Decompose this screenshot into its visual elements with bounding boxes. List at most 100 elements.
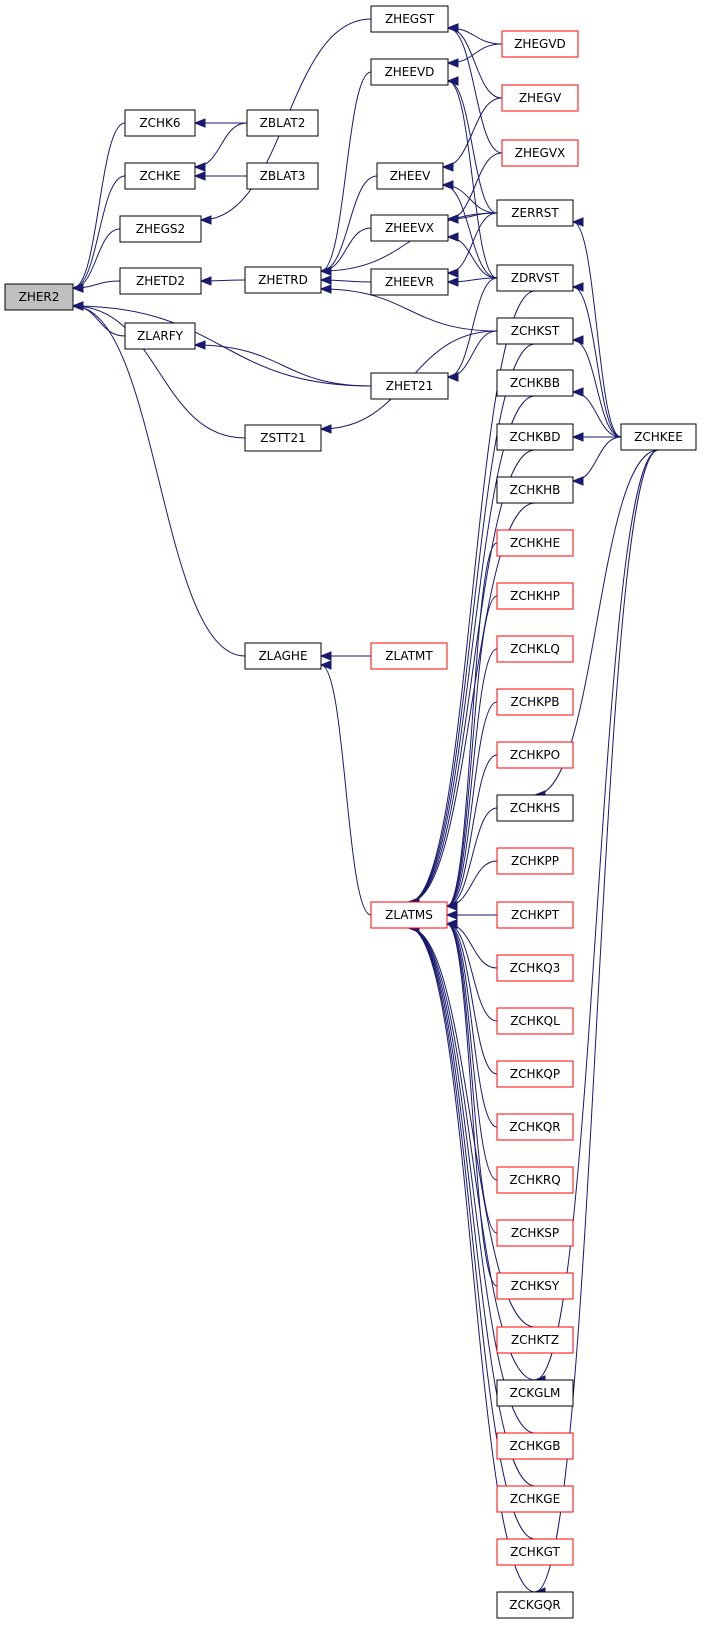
node-zlaghe[interactable]: ZLAGHE xyxy=(244,642,322,670)
node-box[interactable] xyxy=(496,954,574,982)
node-box[interactable] xyxy=(496,582,574,610)
node-box[interactable] xyxy=(496,1379,574,1407)
node-zlarfy[interactable]: ZLARFY xyxy=(124,322,196,350)
node-zlatms[interactable]: ZLATMS xyxy=(370,901,448,929)
node-zlatmt[interactable]: ZLATMT xyxy=(370,642,448,670)
node-zerrst[interactable]: ZERRST xyxy=(496,199,574,227)
node-zhetrd[interactable]: ZHETRD xyxy=(244,266,322,294)
node-box[interactable] xyxy=(496,529,574,557)
node-zchkhe[interactable]: ZCHKHE xyxy=(496,529,574,557)
node-box[interactable] xyxy=(496,1113,574,1141)
node-zchkhp[interactable]: ZCHKHP xyxy=(496,582,574,610)
node-box[interactable] xyxy=(370,214,449,242)
node-zchkgb[interactable]: ZCHKGB xyxy=(496,1432,574,1460)
node-zdrvst[interactable]: ZDRVST xyxy=(496,264,574,292)
node-box[interactable] xyxy=(370,372,449,400)
node-box[interactable] xyxy=(496,1219,574,1247)
node-zchkpp[interactable]: ZCHKPP xyxy=(496,847,574,875)
node-box[interactable] xyxy=(496,476,574,504)
node-box[interactable] xyxy=(501,139,579,167)
node-box[interactable] xyxy=(370,5,449,33)
node-zchksy[interactable]: ZCHKSY xyxy=(496,1272,574,1300)
node-box[interactable] xyxy=(244,424,322,452)
node-box[interactable] xyxy=(496,1538,574,1566)
node-box[interactable] xyxy=(370,642,448,670)
node-box[interactable] xyxy=(496,794,574,822)
node-box[interactable] xyxy=(370,58,449,86)
node-box[interactable] xyxy=(124,109,196,137)
node-box[interactable] xyxy=(496,1591,574,1619)
node-zchkqp[interactable]: ZCHKQP xyxy=(496,1060,574,1088)
node-zchkpo[interactable]: ZCHKPO xyxy=(496,741,574,769)
node-box[interactable] xyxy=(496,423,574,451)
node-zckglm[interactable]: ZCKGLM xyxy=(496,1379,574,1407)
node-zchkq3[interactable]: ZCHKQ3 xyxy=(496,954,574,982)
node-zchktz[interactable]: ZCHKTZ xyxy=(496,1326,574,1354)
node-box[interactable] xyxy=(496,1432,574,1460)
node-box[interactable] xyxy=(496,1060,574,1088)
node-zhegvd[interactable]: ZHEGVD xyxy=(501,30,579,58)
node-box[interactable] xyxy=(496,1485,574,1513)
node-box[interactable] xyxy=(370,268,449,296)
node-zchkpt[interactable]: ZCHKPT xyxy=(496,901,574,929)
node-box[interactable] xyxy=(496,1007,574,1035)
node-zchkge[interactable]: ZCHKGE xyxy=(496,1485,574,1513)
node-zhegst[interactable]: ZHEGST xyxy=(370,5,449,33)
node-zheevr[interactable]: ZHEEVR xyxy=(370,268,449,296)
node-zstt21[interactable]: ZSTT21 xyxy=(244,424,322,452)
node-box[interactable] xyxy=(246,162,319,190)
node-box[interactable] xyxy=(119,267,202,295)
node-zchkqr[interactable]: ZCHKQR xyxy=(496,1113,574,1141)
node-box[interactable] xyxy=(124,162,196,190)
node-box[interactable] xyxy=(620,423,697,451)
node-box[interactable] xyxy=(496,1326,574,1354)
node-zblat2[interactable]: ZBLAT2 xyxy=(246,109,319,137)
node-box[interactable] xyxy=(496,199,574,227)
node-zchkst[interactable]: ZCHKST xyxy=(496,317,574,345)
node-zhegs2[interactable]: ZHEGS2 xyxy=(119,215,202,243)
node-box[interactable] xyxy=(496,317,574,345)
node-box[interactable] xyxy=(246,109,319,137)
node-zhetd2[interactable]: ZHETD2 xyxy=(119,267,202,295)
node-box[interactable] xyxy=(496,635,574,663)
node-zchkbd[interactable]: ZCHKBD xyxy=(496,423,574,451)
node-box[interactable] xyxy=(496,369,574,397)
node-zheevx[interactable]: ZHEEVX xyxy=(370,214,449,242)
node-zhegvx[interactable]: ZHEGVX xyxy=(501,139,579,167)
node-zblat3[interactable]: ZBLAT3 xyxy=(246,162,319,190)
node-zchk6[interactable]: ZCHK6 xyxy=(124,109,196,137)
node-zchkrq[interactable]: ZCHKRQ xyxy=(496,1166,574,1194)
node-zhegv[interactable]: ZHEGV xyxy=(501,84,579,112)
node-box[interactable] xyxy=(370,901,448,929)
node-zchkhs[interactable]: ZCHKHS xyxy=(496,794,574,822)
node-zchkbb[interactable]: ZCHKBB xyxy=(496,369,574,397)
node-box[interactable] xyxy=(501,30,579,58)
node-box[interactable] xyxy=(501,84,579,112)
node-box[interactable] xyxy=(244,266,322,294)
node-zchke[interactable]: ZCHKE xyxy=(124,162,196,190)
node-zckgqr[interactable]: ZCKGQR xyxy=(496,1591,574,1619)
node-zheev[interactable]: ZHEEV xyxy=(376,162,444,190)
node-zheevd[interactable]: ZHEEVD xyxy=(370,58,449,86)
node-zchksp[interactable]: ZCHKSP xyxy=(496,1219,574,1247)
node-zchkql[interactable]: ZCHKQL xyxy=(496,1007,574,1035)
node-box[interactable] xyxy=(4,283,74,311)
node-box[interactable] xyxy=(496,741,574,769)
node-zher2[interactable]: ZHER2 xyxy=(4,283,74,311)
node-box[interactable] xyxy=(124,322,196,350)
node-box[interactable] xyxy=(496,688,574,716)
node-box[interactable] xyxy=(119,215,202,243)
node-box[interactable] xyxy=(496,264,574,292)
node-zchkgt[interactable]: ZCHKGT xyxy=(496,1538,574,1566)
node-box[interactable] xyxy=(496,847,574,875)
node-zhet21[interactable]: ZHET21 xyxy=(370,372,449,400)
node-box[interactable] xyxy=(496,901,574,929)
node-box[interactable] xyxy=(496,1166,574,1194)
node-zchklq[interactable]: ZCHKLQ xyxy=(496,635,574,663)
node-zchkhb[interactable]: ZCHKHB xyxy=(496,476,574,504)
node-box[interactable] xyxy=(244,642,322,670)
node-box[interactable] xyxy=(496,1272,574,1300)
node-zchkpb[interactable]: ZCHKPB xyxy=(496,688,574,716)
node-box[interactable] xyxy=(376,162,444,190)
node-zchkee[interactable]: ZCHKEE xyxy=(620,423,697,451)
